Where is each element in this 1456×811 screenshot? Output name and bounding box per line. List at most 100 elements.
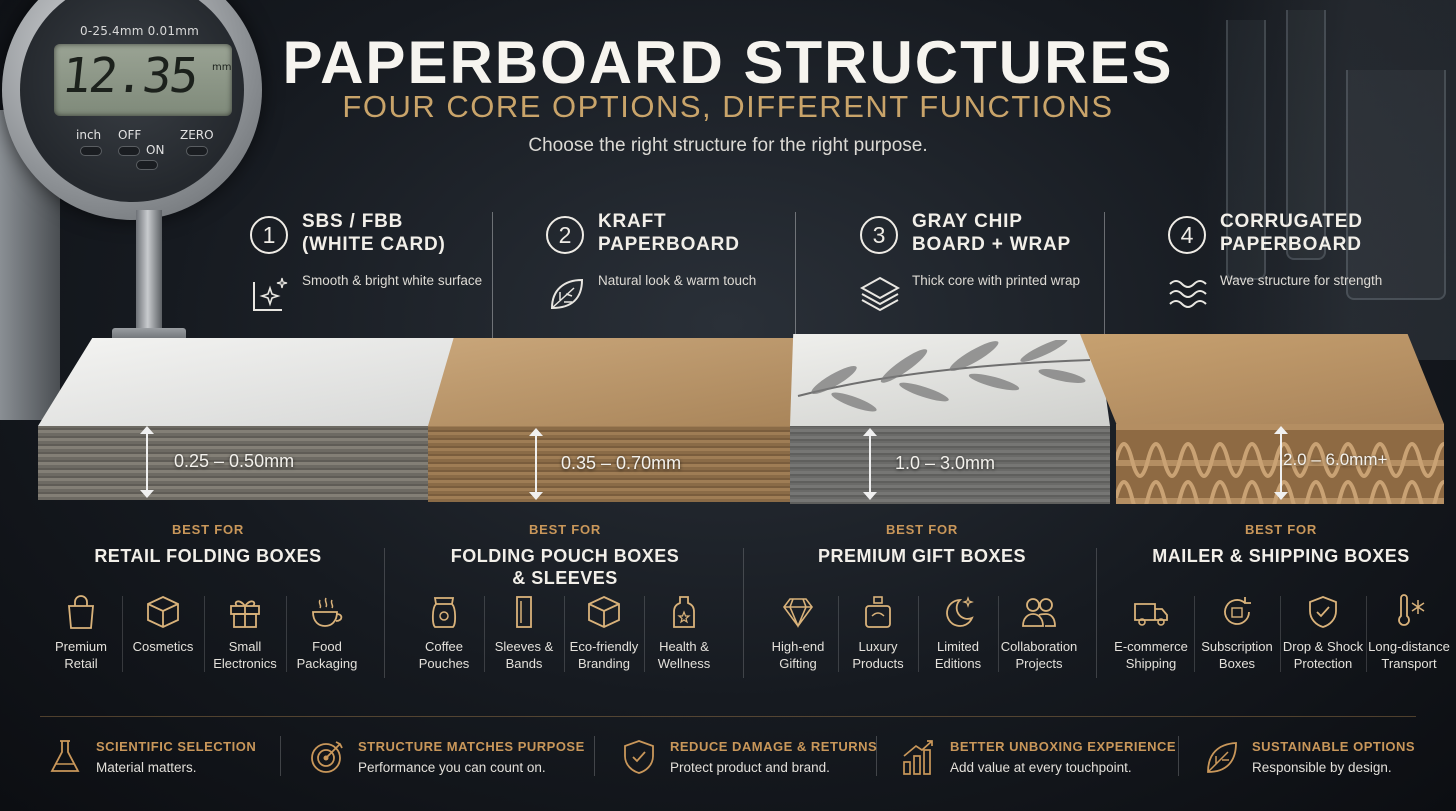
footer-divider [280,736,281,776]
board-surface [38,338,490,426]
option-name: SBS / FBB(WHITE CARD) [302,211,446,255]
board-edge [38,426,454,500]
use-item: Health &Wellness [644,592,724,682]
bar-chart-icon [903,740,933,775]
people-icon [1022,598,1056,627]
leaf-icon [550,278,584,310]
gauge-inch-label: inch [76,128,102,142]
option-description: Smooth & bright white surface [302,273,483,288]
sleeve-icon [516,596,532,628]
gauge-on-button [136,160,158,170]
perfume-icon [865,596,891,628]
kraft-board-sample [428,338,794,504]
gauge-spindle [136,210,162,340]
feature-sustainable-options: SUSTAINABLE OPTIONS Responsible by desig… [1204,736,1424,780]
divider [1104,212,1105,350]
option-description: Natural look & warm touch [598,273,757,288]
leaf-print-pattern [797,340,1091,412]
feature-scientific-selection: SCIENTIFIC SELECTION Material matters. [48,736,273,780]
flask-icon [50,740,80,772]
option-number: 1 [250,216,288,254]
page-title: PAPERBOARD STRUCTURES [282,29,1174,96]
leaf-icon [1207,742,1237,773]
column-divider [1096,548,1097,678]
feature-description: Material matters. [96,760,197,775]
board-edge [428,426,794,502]
feature-reduce-damage: REDUCE DAMAGE & RETURNS Protect product … [622,736,877,780]
best-for-label: BEST FOR [528,522,602,537]
graychip-board-sample [790,334,1110,506]
best-for-label: BEST FOR [171,522,245,537]
page-subtitle: FOUR CORE OPTIONS, DIFFERENT FUNCTIONS [342,89,1114,124]
thickness-label: 1.0 – 3.0mm [895,453,996,473]
thickness-arrow [863,428,877,500]
test-tube-decoration [1226,20,1266,280]
feature-description: Responsible by design. [1252,760,1392,775]
thermometer-snow-icon [1398,594,1425,626]
feature-description: Performance you can count on. [358,760,546,775]
target-icon [311,741,343,773]
best-for-use: RETAIL FOLDING BOXES [94,546,322,566]
footer-rule [40,716,1416,717]
footer-divider [876,736,877,776]
gauge-off-label: OFF [118,128,142,142]
footer-divider [594,736,595,776]
truck-icon [1134,603,1168,626]
layers-icon [860,276,900,312]
page-tagline: Choose the right structure for the right… [528,135,928,156]
board-edge [790,426,1110,504]
shield-check-icon [624,740,654,774]
feature-title: BETTER UNBOXING EXPERIENCE [950,739,1177,754]
best-for-use: PREMIUM GIFT BOXES [817,546,1026,566]
wave-icon [1169,280,1207,308]
sbs-board-sample [38,338,490,502]
feature-structure-matches-purpose: STRUCTURE MATCHES PURPOSE Performance yo… [310,736,590,780]
test-tube-decoration [1286,10,1326,260]
shield-check-icon [1309,596,1337,628]
use-item: Cosmetics [122,592,204,682]
box-icon [147,596,179,628]
divider [795,212,796,350]
thickness-arrow [1274,426,1288,500]
board-surface [428,338,794,426]
option-number: 2 [546,216,584,254]
gauge-lcd [54,44,232,116]
best-for-label: BEST FOR [1244,522,1318,537]
gauge-range-label: 0-25.4mm 0.01mm [80,24,199,38]
use-item: Sleeves &Bands [484,592,564,682]
gauge-unit: mm [212,62,232,73]
feature-description: Protect product and brand. [670,760,830,775]
option-description: Thick core with printed wrap [912,273,1081,288]
divider [492,212,493,350]
pouch-icon [431,597,457,628]
column-divider [384,548,385,678]
option-description: Wave structure for strength [1220,273,1383,288]
feature-title: SUSTAINABLE OPTIONS [1252,739,1416,754]
gauge-zero-label: ZERO [180,128,214,142]
footer-divider [1178,736,1179,776]
bottle-icon [673,596,695,628]
feature-unboxing-experience: BETTER UNBOXING EXPERIENCE Add value at … [902,736,1176,780]
gauge-inch-button [80,146,102,156]
feature-title: REDUCE DAMAGE & RETURNS [670,739,878,754]
thickness-label: 2.0 – 6.0mm+ [1283,450,1388,469]
eco-box-icon [588,596,620,628]
feature-description: Add value at every touchpoint. [950,760,1132,775]
sparkle-icon [253,277,288,311]
thickness-label: 0.35 – 0.70mm [561,453,682,473]
